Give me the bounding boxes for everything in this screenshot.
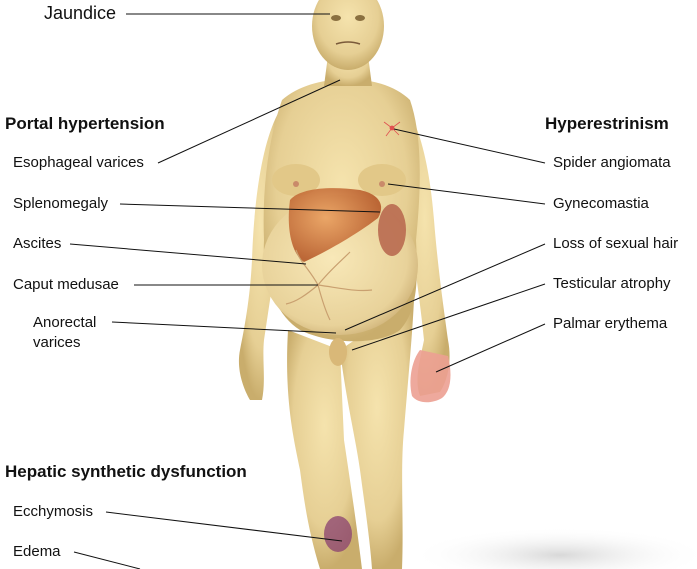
label-edema: Edema — [13, 543, 61, 560]
mouth — [335, 41, 361, 45]
label-esophageal-varices: Esophageal varices — [13, 154, 144, 171]
leader-gynecomastia — [387, 183, 546, 205]
heading-portal-hypertension: Portal hypertension — [5, 114, 165, 133]
genitals — [329, 338, 347, 366]
label-anorectal: Anorectal — [33, 314, 97, 331]
liver — [288, 188, 382, 262]
label-gynecomastia: Gynecomastia — [553, 195, 649, 212]
right-breast — [272, 164, 320, 196]
spleen — [378, 204, 406, 256]
leader-testicular-atrophy — [351, 283, 546, 351]
label-loss-of-sexual-hair: Loss of sexual hair — [553, 235, 679, 252]
label-varices: varices — [33, 334, 81, 351]
leader-lines — [69, 13, 546, 569]
leader-splenomegaly — [119, 203, 381, 213]
label-palmar-erythema: Palmar erythema — [553, 315, 668, 332]
leader-palmar-erythema — [435, 323, 546, 373]
leader-edema — [73, 551, 141, 569]
label-caput-medusae: Caput medusae — [13, 276, 119, 293]
palmar-erythema-hand — [410, 350, 451, 403]
label-ecchymosis: Ecchymosis — [13, 503, 94, 520]
label-testicular-atrophy: Testicular atrophy — [553, 275, 671, 292]
left-breast — [358, 164, 406, 196]
left-nipple — [379, 181, 385, 187]
right-leg — [340, 300, 414, 569]
right-nipple — [293, 181, 299, 187]
floor-shadow — [410, 527, 697, 569]
label-spider-angiomata: Spider angiomata — [553, 154, 671, 171]
leader-loss-of-sexual-hair — [344, 243, 546, 331]
caput-medusae-veins — [285, 249, 373, 321]
head — [312, 0, 384, 70]
leader-spider-angiomata — [393, 128, 546, 164]
right-eye — [331, 15, 341, 21]
label-ascites: Ascites — [13, 235, 62, 252]
left-leg — [287, 330, 362, 569]
leader-anorectal-varices — [111, 321, 337, 334]
ecchymosis-bruise — [324, 516, 352, 552]
spider-angioma — [383, 121, 401, 137]
left-eye — [355, 15, 365, 21]
leader-ascites — [69, 243, 307, 265]
leader-ecchymosis — [105, 511, 343, 542]
label-jaundice: Jaundice — [44, 3, 117, 23]
leader-esophageal-varices — [157, 79, 341, 164]
heading-hepatic-synthetic-dysfunction: Hepatic synthetic dysfunction — [5, 462, 247, 481]
label-splenomegaly: Splenomegaly — [13, 195, 109, 212]
heading-hyperestrinism: Hyperestrinism — [545, 114, 669, 133]
